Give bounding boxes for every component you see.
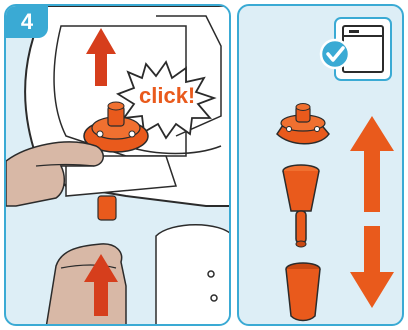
checkmark-tick xyxy=(326,46,345,62)
sleeve-part xyxy=(285,268,321,322)
screw-hole xyxy=(210,294,218,302)
machine-side-edge xyxy=(156,15,222,137)
dishwasher-safe-panel xyxy=(237,4,404,326)
dishwasher-icon-handle xyxy=(349,30,359,33)
funnel-part xyxy=(282,170,320,212)
checkmark-icon xyxy=(319,38,351,70)
valve-stem xyxy=(97,195,117,221)
finger-line xyxy=(35,163,95,167)
up-arrow-icon xyxy=(350,116,394,212)
valve-cap-nozzle-tip xyxy=(107,101,125,111)
valve-cap-part-nozzle-tip xyxy=(295,103,311,111)
assembly-illustration xyxy=(6,6,229,324)
lower-hand xyxy=(45,243,127,324)
valve-cap-part-pin xyxy=(314,126,320,132)
machine-lower-housing xyxy=(155,224,229,324)
down-arrow-icon xyxy=(350,226,394,308)
screw-hole xyxy=(207,270,215,278)
funnel-part-stem xyxy=(295,210,307,244)
assembly-step-panel: 4 click! xyxy=(4,4,231,326)
funnel-part-stem-tip xyxy=(295,240,307,248)
up-arrow-icon xyxy=(86,28,116,86)
finger-line xyxy=(60,264,117,269)
step-number-badge: 4 xyxy=(6,6,48,38)
click-burst-shape xyxy=(115,60,217,140)
valve-pin xyxy=(128,130,136,138)
valve-pin xyxy=(96,130,104,138)
upper-hand xyxy=(6,141,104,207)
parts-illustration xyxy=(276,17,394,322)
valve-cap-part-pin xyxy=(286,126,292,132)
click-label: click! xyxy=(139,83,196,108)
up-arrow-icon xyxy=(84,254,118,316)
